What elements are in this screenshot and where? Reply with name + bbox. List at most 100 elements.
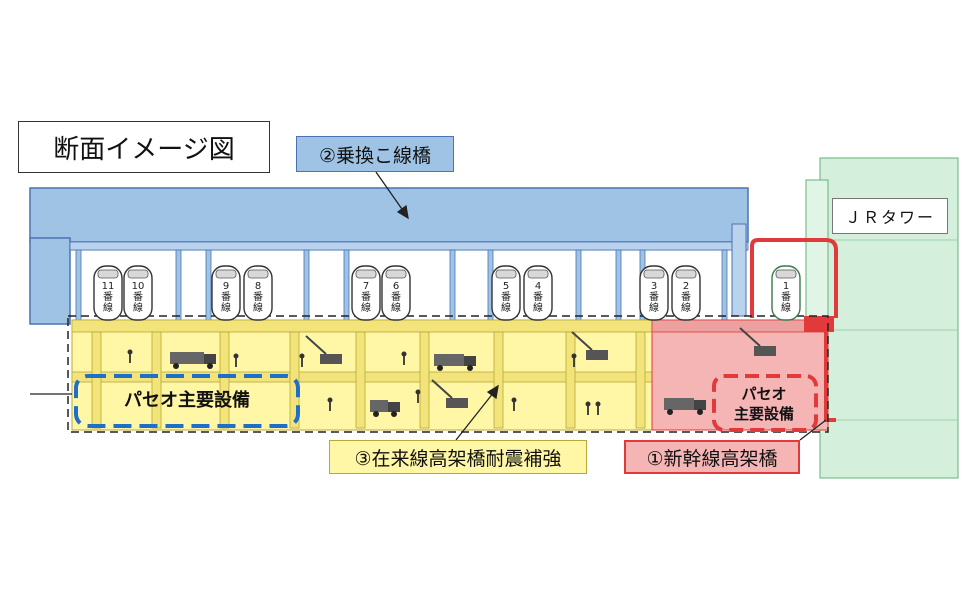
paseo-zone-right xyxy=(712,374,818,432)
worker-head xyxy=(511,397,517,403)
truck-wheel xyxy=(697,409,703,415)
track-label-c1: 番 xyxy=(361,292,371,303)
bridge-column xyxy=(615,249,622,321)
truck-body xyxy=(434,354,464,366)
train-window xyxy=(97,269,119,279)
truck-cab xyxy=(204,354,216,364)
bridge-column xyxy=(205,249,212,321)
worker-head xyxy=(571,353,577,359)
paseo-main-equipment-label: パセオ主要設備 xyxy=(124,390,250,411)
truck-cab xyxy=(464,356,476,366)
track-label-c2: 線 xyxy=(649,303,659,314)
truck-wheel xyxy=(437,365,443,371)
track-label-num: 1 xyxy=(782,281,790,292)
crane-base xyxy=(754,346,776,356)
bridge-column xyxy=(175,249,182,321)
track-label-c2: 線 xyxy=(361,303,371,314)
train-window xyxy=(643,269,665,279)
truck-wheel xyxy=(207,363,213,369)
track-label-c2: 線 xyxy=(501,303,511,314)
track-label-num: 7 xyxy=(362,281,370,292)
track-label-num: 11 xyxy=(101,281,115,292)
track-label-num: 5 xyxy=(502,281,510,292)
train-car xyxy=(211,265,241,321)
equipment-silhouettes xyxy=(127,327,776,417)
train-car xyxy=(351,265,381,321)
truck-cab xyxy=(694,400,706,410)
track-label-num: 4 xyxy=(534,281,542,292)
train-car xyxy=(771,265,801,321)
bridge-column xyxy=(449,249,456,321)
track-label-c1: 番 xyxy=(253,292,263,303)
crane-base xyxy=(446,398,468,408)
seismic-reinforcement-label: ③在来線高架橋耐震補強 xyxy=(329,440,587,474)
track-label-c1: 番 xyxy=(781,292,791,303)
truck-body xyxy=(664,398,694,410)
track-label-c2: 線 xyxy=(681,303,691,314)
crane-arm xyxy=(571,331,593,351)
worker-head xyxy=(585,401,591,407)
track-label-c1: 番 xyxy=(103,292,113,303)
worker-head xyxy=(233,353,239,359)
viaduct-pier xyxy=(635,331,646,429)
paseo-line1: パセオ xyxy=(741,385,787,403)
track-label-num: 2 xyxy=(682,281,690,292)
track-label-c2: 線 xyxy=(221,303,231,314)
bridge-column xyxy=(721,249,728,321)
train-car xyxy=(123,265,153,321)
crane-arm xyxy=(305,335,327,355)
viaduct-pier xyxy=(419,331,430,429)
train-window xyxy=(675,269,697,279)
construction-boundary xyxy=(67,315,829,433)
track-label-num: 3 xyxy=(650,281,658,292)
truck-wheel xyxy=(391,411,397,417)
train-window xyxy=(127,269,149,279)
worker-head xyxy=(127,349,133,355)
truck-wheel xyxy=(373,411,379,417)
train-window xyxy=(775,269,797,279)
truck-body xyxy=(370,400,388,412)
train-car xyxy=(93,265,123,321)
track-label-c2: 線 xyxy=(133,303,143,314)
train-car xyxy=(243,265,273,321)
track-label-c1: 番 xyxy=(533,292,543,303)
page-title: 断面イメージ図 xyxy=(18,121,270,173)
track-label-num: 6 xyxy=(392,281,400,292)
track-label-c2: 線 xyxy=(533,303,543,314)
track-label-c2: 線 xyxy=(781,303,791,314)
crane-arm xyxy=(431,379,453,399)
crane-arm xyxy=(739,327,761,347)
viaduct-pier xyxy=(565,331,576,429)
bridge-column xyxy=(575,249,582,321)
worker-head xyxy=(327,397,333,403)
paseo-line2: 主要設備 xyxy=(733,405,794,423)
viaduct-pier xyxy=(355,331,366,429)
track-label-c2: 線 xyxy=(103,303,113,314)
viaduct-pier xyxy=(493,331,504,429)
track-label-c1: 番 xyxy=(649,292,659,303)
train-car xyxy=(671,265,701,321)
track-label-c1: 番 xyxy=(133,292,143,303)
paseo-main-equipment-label-right: パセオ 主要設備 xyxy=(718,380,810,428)
shinkansen-viaduct-label: ①新幹線高架橋 xyxy=(624,440,800,474)
track-label-c2: 線 xyxy=(391,303,401,314)
truck-wheel xyxy=(173,363,179,369)
worker-head xyxy=(595,401,601,407)
worker-head xyxy=(401,351,407,357)
track-label-c2: 線 xyxy=(253,303,263,314)
train-car xyxy=(639,265,669,321)
truck-wheel xyxy=(467,365,473,371)
leader-lines xyxy=(30,171,827,441)
track-label-c1: 番 xyxy=(391,292,401,303)
crane-base xyxy=(320,354,342,364)
train-window xyxy=(355,269,377,279)
